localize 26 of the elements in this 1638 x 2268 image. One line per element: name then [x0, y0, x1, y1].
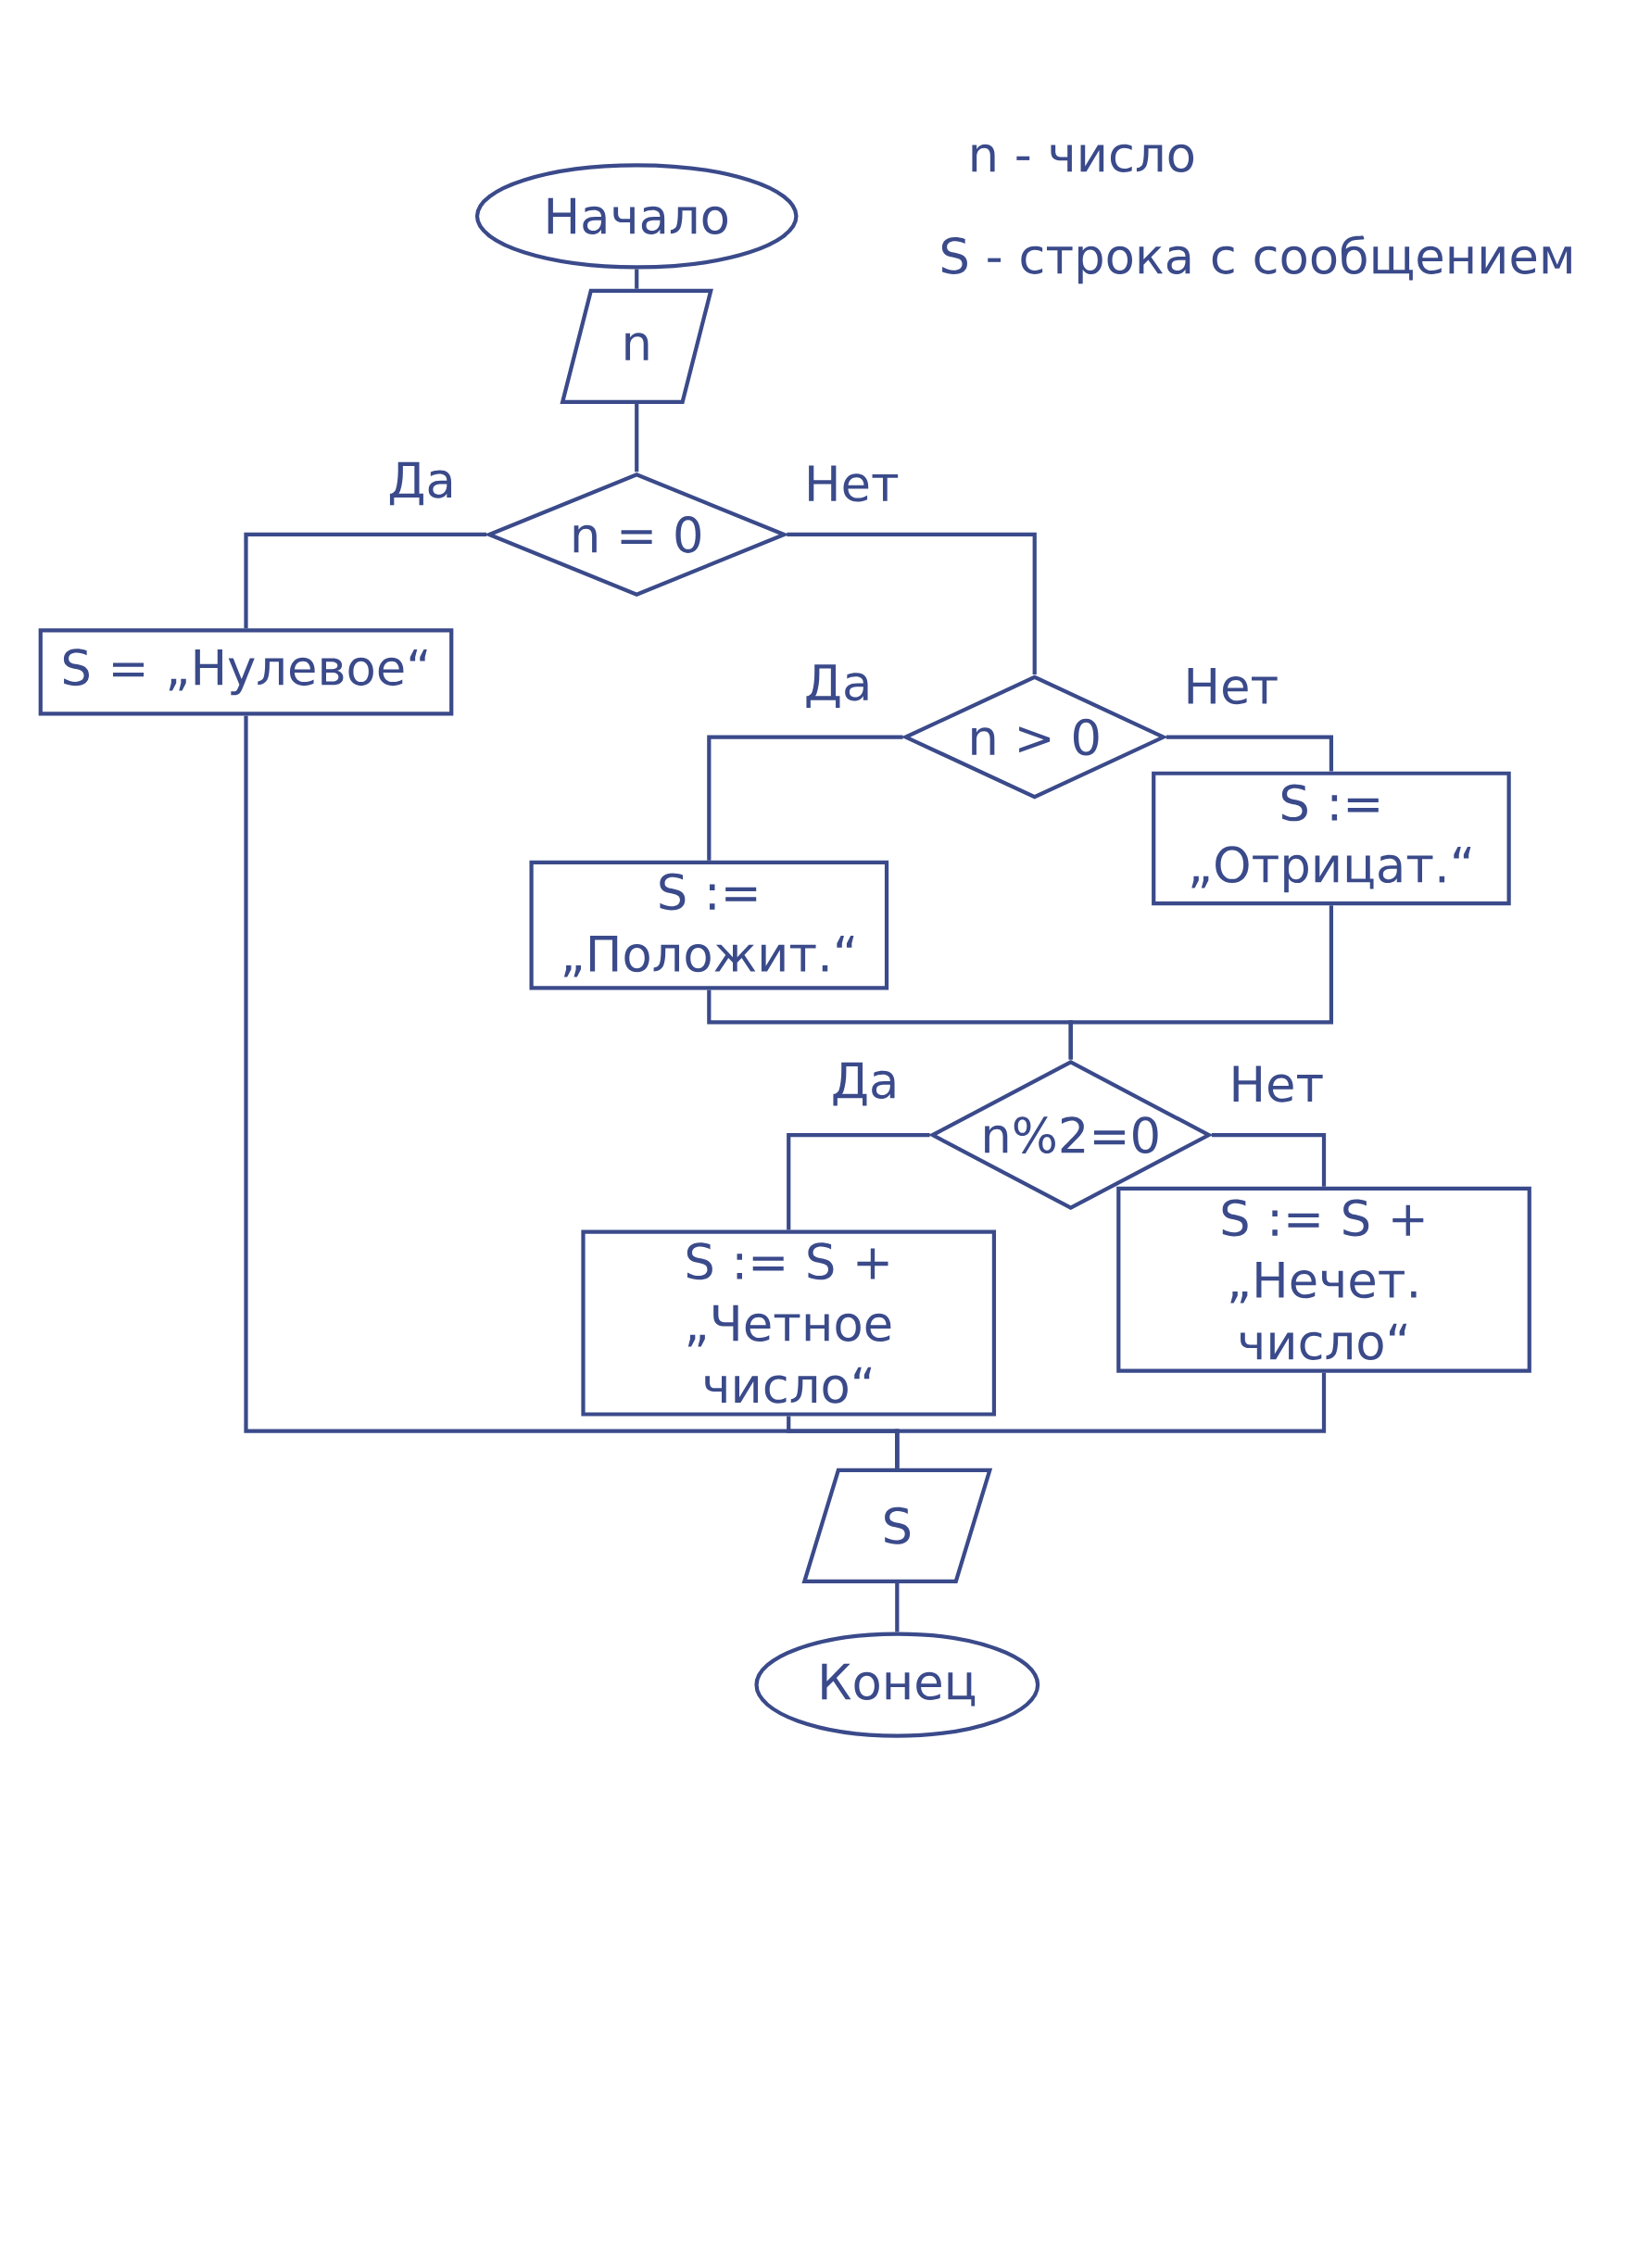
terminal-oval: Начало	[474, 163, 799, 270]
process-box: S := „Положит.“	[529, 860, 889, 990]
connector-line	[895, 1582, 900, 1632]
connector-line	[635, 404, 639, 472]
process-box: S := S + „Четное число“	[581, 1229, 997, 1417]
branch-label: Да	[797, 658, 879, 714]
connector-line	[635, 269, 639, 289]
process-box: S = „Нулевое“	[38, 628, 454, 716]
connector-line	[787, 1132, 930, 1230]
connector-line	[244, 532, 487, 629]
branch-label: Да	[381, 455, 462, 512]
process-box: S := „Отрицат.“	[1152, 771, 1511, 906]
connector-line	[707, 735, 903, 861]
branch-label: Нет	[1222, 1059, 1331, 1109]
connector-line	[1166, 735, 1334, 772]
legend-note: S - строка с сообщением	[941, 235, 1571, 284]
branch-label: Нет	[797, 459, 906, 509]
terminal-oval: Конец	[754, 1632, 1040, 1738]
branch-label: Да	[824, 1055, 906, 1113]
connector-line	[787, 532, 1037, 674]
connector-line	[895, 1372, 1327, 1468]
legend-note: n - число	[972, 144, 1194, 173]
branch-label: Нет	[1177, 661, 1286, 712]
process-box: S := S + „Нечет. число“	[1116, 1186, 1531, 1373]
connector-line	[1068, 905, 1334, 1060]
connector-line	[1211, 1132, 1327, 1187]
